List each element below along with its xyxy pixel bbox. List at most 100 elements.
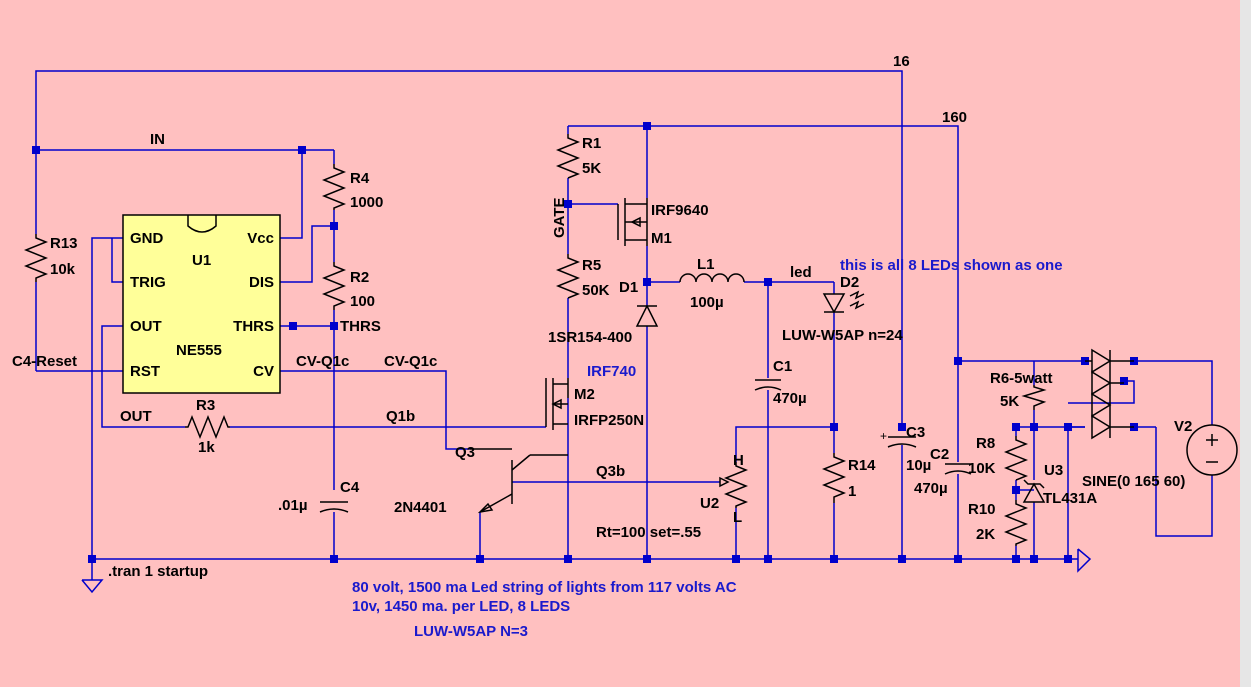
net-gate: GATE xyxy=(551,197,568,238)
note-line-1: 80 volt, 1500 ma Led string of lights fr… xyxy=(352,579,737,596)
q3-npn-symbol xyxy=(470,448,568,514)
r1-name: R1 xyxy=(582,135,601,152)
u1-pin-thrs: THRS xyxy=(233,318,274,335)
net-labels: 16 160 IN C4-Reset OUT THRS CV-Q1c CV-Q1… xyxy=(12,53,967,480)
q3-value: 2N4401 xyxy=(394,499,447,516)
r13-value: 10k xyxy=(50,261,76,278)
u1-pin-vcc: Vcc xyxy=(247,230,274,247)
u1-pin-dis: DIS xyxy=(249,274,274,291)
u1-pin-gnd: GND xyxy=(130,230,164,247)
r6-symbol xyxy=(1021,385,1047,410)
r3-name: R3 xyxy=(196,397,215,414)
u1-pin-trig: TRIG xyxy=(130,274,166,291)
r10-value: 2K xyxy=(976,526,995,543)
c3-value: 10µ xyxy=(906,457,931,474)
r13-name: R13 xyxy=(50,235,78,252)
r3-symbol xyxy=(185,414,230,440)
r8-name: R8 xyxy=(976,435,995,452)
r6-name: R6-5watt xyxy=(990,370,1053,387)
net-q3b: Q3b xyxy=(596,463,625,480)
component-labels: R4 1000 R2 100 R13 10k R3 1k C4 .01µ R1 … xyxy=(50,135,1192,543)
d2-name: D2 xyxy=(840,274,859,291)
net-q1b: Q1b xyxy=(386,408,415,425)
note-line-3: LUW-W5AP N=3 xyxy=(414,623,528,640)
net-cv-q1c-b: CV-Q1c xyxy=(384,353,437,370)
m2-name: M2 xyxy=(574,386,595,403)
r14-name: R14 xyxy=(848,457,876,474)
c1-name: C1 xyxy=(773,358,792,375)
u2-value: Rt=100 set=.55 xyxy=(596,524,701,541)
r5-symbol xyxy=(555,254,581,299)
r5-value: 50K xyxy=(582,282,610,299)
r13-symbol xyxy=(23,234,49,282)
c4-value: .01µ xyxy=(278,497,308,514)
m1-name: M1 xyxy=(651,230,672,247)
d2-value: LUW-W5AP n=24 xyxy=(782,327,903,344)
r4-value: 1000 xyxy=(350,194,383,211)
r1-value: 5K xyxy=(582,160,601,177)
q3-name: Q3 xyxy=(455,444,475,461)
net-led: led xyxy=(790,264,812,281)
v2-value: SINE(0 165 60) xyxy=(1082,473,1185,490)
u3-name: U3 xyxy=(1044,462,1063,479)
net-16: 16 xyxy=(893,53,910,70)
u1-ne555[interactable] xyxy=(122,214,281,394)
m1-pmos-symbol xyxy=(617,198,648,246)
net-thrs: THRS xyxy=(340,318,381,335)
r14-symbol xyxy=(821,453,847,503)
d1-value: 1SR154-400 xyxy=(548,329,632,346)
junction-dots xyxy=(32,122,1138,563)
d2-led-symbol xyxy=(822,290,865,314)
net-c4-reset: C4-Reset xyxy=(12,353,77,370)
m2-nmos-symbol xyxy=(545,378,569,430)
v2-source-symbol xyxy=(1186,424,1238,476)
u3-value: TL431A xyxy=(1043,490,1097,507)
d1-name: D1 xyxy=(619,279,638,296)
ground-symbols xyxy=(81,548,1092,594)
u1-pin-rst: RST xyxy=(130,363,160,380)
r3-value: 1k xyxy=(198,439,215,456)
l1-symbol xyxy=(679,273,745,283)
resistors xyxy=(23,134,1047,546)
m1-value: IRF9640 xyxy=(651,202,709,219)
l1-value: 100µ xyxy=(690,294,724,311)
r10-name: R10 xyxy=(968,501,996,518)
vertical-scrollbar[interactable] xyxy=(1240,0,1251,687)
u2-h: H xyxy=(733,452,744,469)
r14-value: 1 xyxy=(848,483,856,500)
capacitors: + xyxy=(319,379,972,513)
v2-name: V2 xyxy=(1174,418,1192,435)
tran-directive: .tran 1 startup xyxy=(108,563,208,580)
c2-name: C2 xyxy=(930,446,949,463)
u1-pin-out: OUT xyxy=(130,318,162,335)
r5-name: R5 xyxy=(582,257,601,274)
r4-symbol xyxy=(321,164,347,210)
l1-name: L1 xyxy=(697,256,715,273)
note-line-2: 10v, 1450 ma. per LED, 8 LEDS xyxy=(352,598,570,615)
m2-value: IRFP250N xyxy=(574,412,644,429)
u1-part: NE555 xyxy=(176,342,222,359)
m2-alt-value: IRF740 xyxy=(587,363,636,380)
c2-value: 470µ xyxy=(914,480,948,497)
c4-name: C4 xyxy=(340,479,360,496)
net-160: 160 xyxy=(942,109,967,126)
net-in: IN xyxy=(150,131,165,148)
r1-symbol xyxy=(555,134,581,179)
u1-name: U1 xyxy=(192,252,211,269)
u2-name: U2 xyxy=(700,495,719,512)
r2-name: R2 xyxy=(350,269,369,286)
bridge-rectifier xyxy=(1085,348,1134,440)
net-out: OUT xyxy=(120,408,152,425)
r2-symbol xyxy=(321,262,347,310)
u1-pin-cv: CV xyxy=(253,363,274,380)
net-cv-q1c-a: CV-Q1c xyxy=(296,353,349,370)
d1-symbol xyxy=(635,304,659,327)
u2-l: L xyxy=(733,509,742,526)
c1-value: 470µ xyxy=(773,390,807,407)
u2-pot-symbol xyxy=(719,462,749,508)
u1-labels: U1 NE555 GND TRIG OUT RST Vcc DIS THRS C… xyxy=(130,230,274,380)
r8-symbol xyxy=(1003,436,1029,481)
note-all-leds: this is all 8 LEDs shown as one xyxy=(840,257,1063,274)
r4-name: R4 xyxy=(350,170,370,187)
